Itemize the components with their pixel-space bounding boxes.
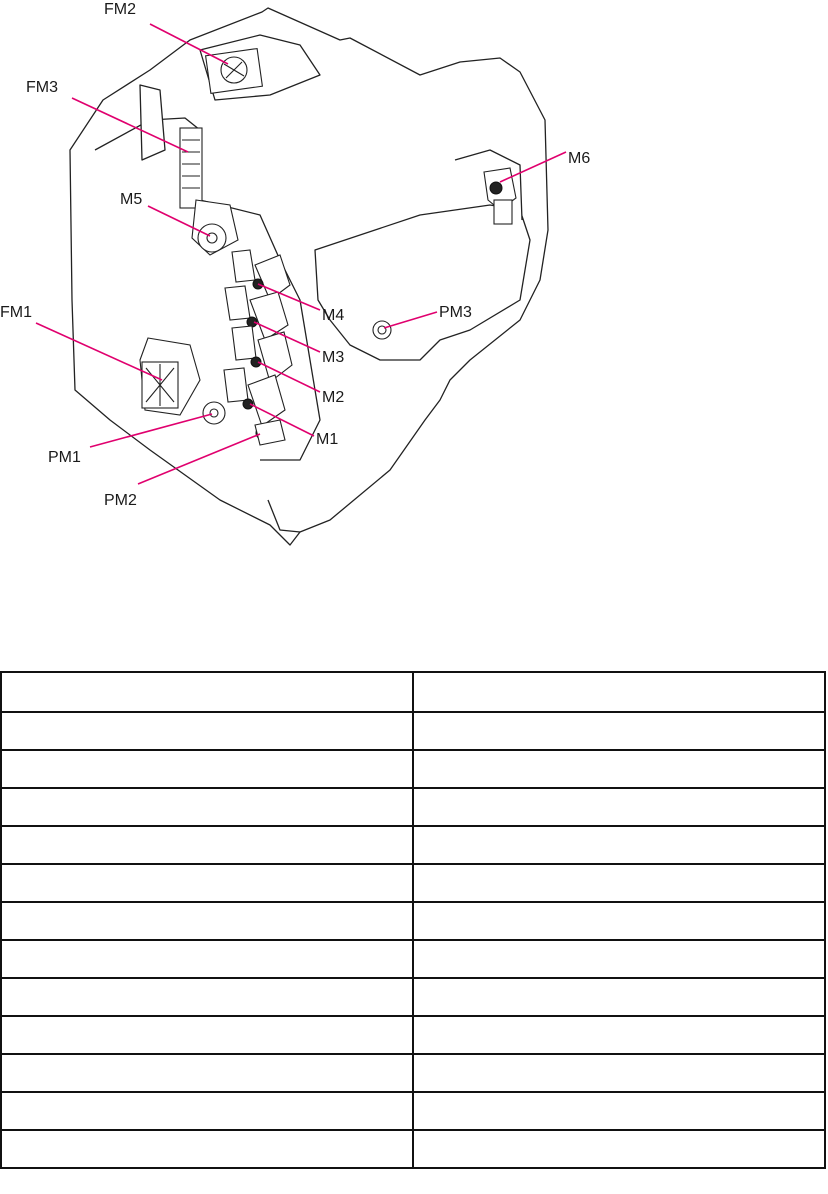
table-cell-right bbox=[412, 787, 826, 827]
table-row bbox=[0, 901, 826, 941]
m5-motor bbox=[191, 199, 239, 256]
label-fm3: FM3 bbox=[26, 79, 58, 96]
table-cell-left bbox=[0, 787, 414, 827]
label-m6: M6 bbox=[568, 150, 590, 167]
table-cell-right bbox=[412, 901, 826, 941]
pm2-motor bbox=[254, 419, 286, 446]
parts-table-body bbox=[0, 671, 826, 1169]
fm2-fan bbox=[204, 47, 264, 95]
label-m4: M4 bbox=[322, 307, 344, 324]
table-cell-right bbox=[412, 1015, 826, 1055]
label-pm3: PM3 bbox=[439, 304, 472, 321]
table-cell-left bbox=[0, 977, 414, 1017]
table-row bbox=[0, 825, 826, 865]
table-cell-left bbox=[0, 1015, 414, 1055]
table-cell-right bbox=[412, 863, 826, 903]
table-row bbox=[0, 671, 826, 713]
table-row bbox=[0, 749, 826, 789]
table-row bbox=[0, 1015, 826, 1055]
table-cell-right bbox=[412, 711, 826, 751]
table-cell-left bbox=[0, 825, 414, 865]
table-cell-right bbox=[412, 1053, 826, 1093]
table-cell-left bbox=[0, 711, 414, 751]
table-row bbox=[0, 1129, 826, 1169]
table-row bbox=[0, 787, 826, 827]
table-row bbox=[0, 711, 826, 751]
label-m2: M2 bbox=[322, 389, 344, 406]
printer-body bbox=[69, 7, 549, 546]
parts-table bbox=[0, 671, 826, 1169]
m1-motor bbox=[223, 367, 286, 427]
m3-motor bbox=[224, 285, 289, 341]
table-cell-left bbox=[0, 939, 414, 979]
label-m1: M1 bbox=[316, 431, 338, 448]
pm3-motor bbox=[372, 320, 392, 340]
table-cell-left bbox=[0, 863, 414, 903]
table-cell-right bbox=[412, 749, 826, 789]
table-row bbox=[0, 939, 826, 979]
fm1-fan bbox=[139, 337, 201, 416]
label-pm1: PM1 bbox=[48, 449, 81, 466]
table-cell-right bbox=[412, 977, 826, 1017]
table-cell-left bbox=[0, 1053, 414, 1093]
table-cell-left bbox=[0, 1091, 414, 1131]
table-cell-right bbox=[412, 1091, 826, 1131]
m2-motor bbox=[231, 325, 293, 383]
pm1-motor bbox=[202, 401, 226, 425]
table-cell-right bbox=[412, 671, 826, 713]
table-row bbox=[0, 1091, 826, 1131]
table-cell-right bbox=[412, 939, 826, 979]
table-cell-right bbox=[412, 825, 826, 865]
label-fm2: FM2 bbox=[104, 1, 136, 18]
leader-lines bbox=[35, 23, 567, 485]
table-cell-left bbox=[0, 1129, 414, 1169]
table-row bbox=[0, 1053, 826, 1093]
table-cell-left bbox=[0, 671, 414, 713]
printer-motor-diagram: FM2 FM3 M5 M6 FM1 M4 PM3 M3 M2 M1 PM1 PM… bbox=[0, 1, 590, 546]
table-cell-left bbox=[0, 901, 414, 941]
label-fm1: FM1 bbox=[0, 304, 32, 321]
label-m3: M3 bbox=[322, 349, 344, 366]
table-row bbox=[0, 977, 826, 1017]
fm3-fan bbox=[179, 127, 203, 209]
table-cell-right bbox=[412, 1129, 826, 1169]
label-m5: M5 bbox=[120, 191, 142, 208]
table-cell-left bbox=[0, 749, 414, 789]
label-pm2: PM2 bbox=[104, 492, 137, 509]
table-row bbox=[0, 863, 826, 903]
